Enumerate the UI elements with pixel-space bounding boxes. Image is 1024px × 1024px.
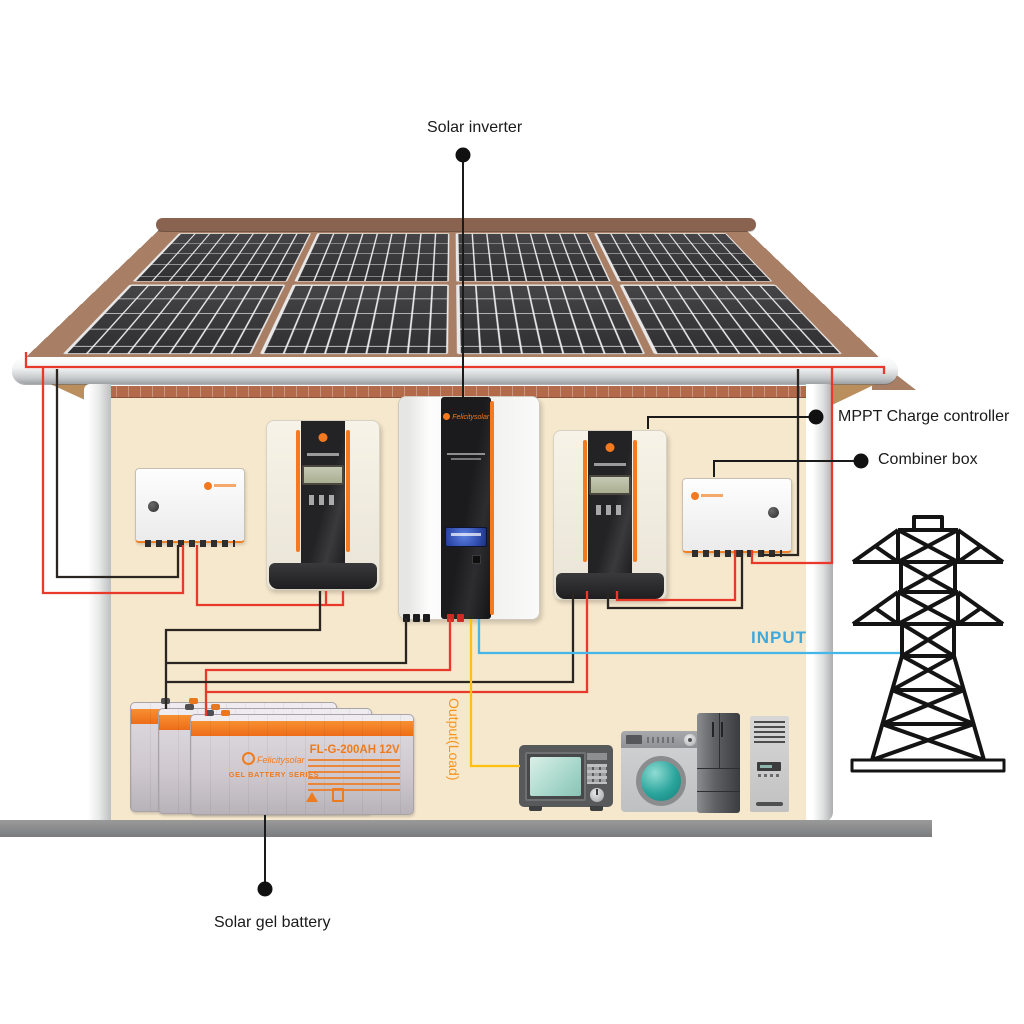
solar-panel [619,284,843,355]
combiner-box-right [682,478,792,557]
solar-panel [294,233,450,282]
ground [0,820,932,837]
combiner-knob [148,501,159,512]
brand-logo [318,433,328,442]
label-solar-inverter: Solar inverter [427,119,523,136]
battery-model-label: FL-G-200AH 12V [309,743,400,756]
battery-brand: Felicitysolar [242,751,305,765]
wall-pillar-right [806,384,833,822]
wall-pillar-left [84,384,111,822]
solar-panel [593,233,773,282]
soffit-right [832,383,878,405]
inverter-front-panel: Felicitysolar [441,397,495,619]
controller-buttons [308,495,338,505]
grid-tower-icon [850,515,1006,773]
brand-logo: Felicitysolar [441,413,491,421]
brand-logo [204,477,236,495]
label-combiner-box: Combiner box [878,451,978,468]
battery-fine-print [307,758,400,793]
controller-front-panel [582,431,638,577]
solar-panel [456,284,646,355]
terminal-strip [691,550,783,557]
mppt-charge-controller-right [553,430,667,600]
lcd-display [301,465,344,485]
solar-gel-battery-1: Felicitysolar GEL BATTERY SERIES FL-G-20… [190,710,414,815]
pointer-dot-battery [257,881,273,897]
solar-panel-array [23,222,882,360]
pointer-dot-inverter [455,147,471,163]
solar-panel [259,284,449,355]
label-input: INPUT [751,628,807,647]
recycle-icon [306,792,319,803]
label-mppt-charge-controller: MPPT Charge controller [838,408,1010,425]
lcd-display [445,527,488,547]
controller-buttons [595,505,625,515]
mppt-charge-controller-left [266,420,380,590]
terminal-strip [144,540,236,547]
label-output-load: Output(Load) [446,698,462,781]
combiner-knob [768,507,779,518]
solar-inverter: Felicitysolar [398,396,540,622]
washing-machine-icon [621,731,701,812]
brand-logo-text: Felicitysolar [452,414,490,421]
controller-front-panel [295,421,351,567]
solar-panel [62,284,286,355]
inverter-button [472,555,482,564]
brand-logo [691,487,723,505]
controller-base [556,573,664,599]
label-solar-gel-battery: Solar gel battery [214,914,331,931]
solar-panel [455,233,611,282]
combiner-box-left [135,468,245,547]
lcd-display [588,475,631,495]
controller-base [269,563,377,589]
refrigerator-icon [697,713,740,813]
air-conditioner-icon [750,716,789,812]
microwave-icon [519,745,613,811]
battery-safety-icons [306,788,345,803]
pointer-dot-combiner [853,453,869,469]
solar-panel [132,233,312,282]
roof-ridge [156,218,756,231]
no-trash-icon [332,788,345,803]
roof-gutter [12,357,898,384]
battery-series-label: GEL BATTERY SERIES [228,770,320,780]
brand-logo [605,443,615,452]
